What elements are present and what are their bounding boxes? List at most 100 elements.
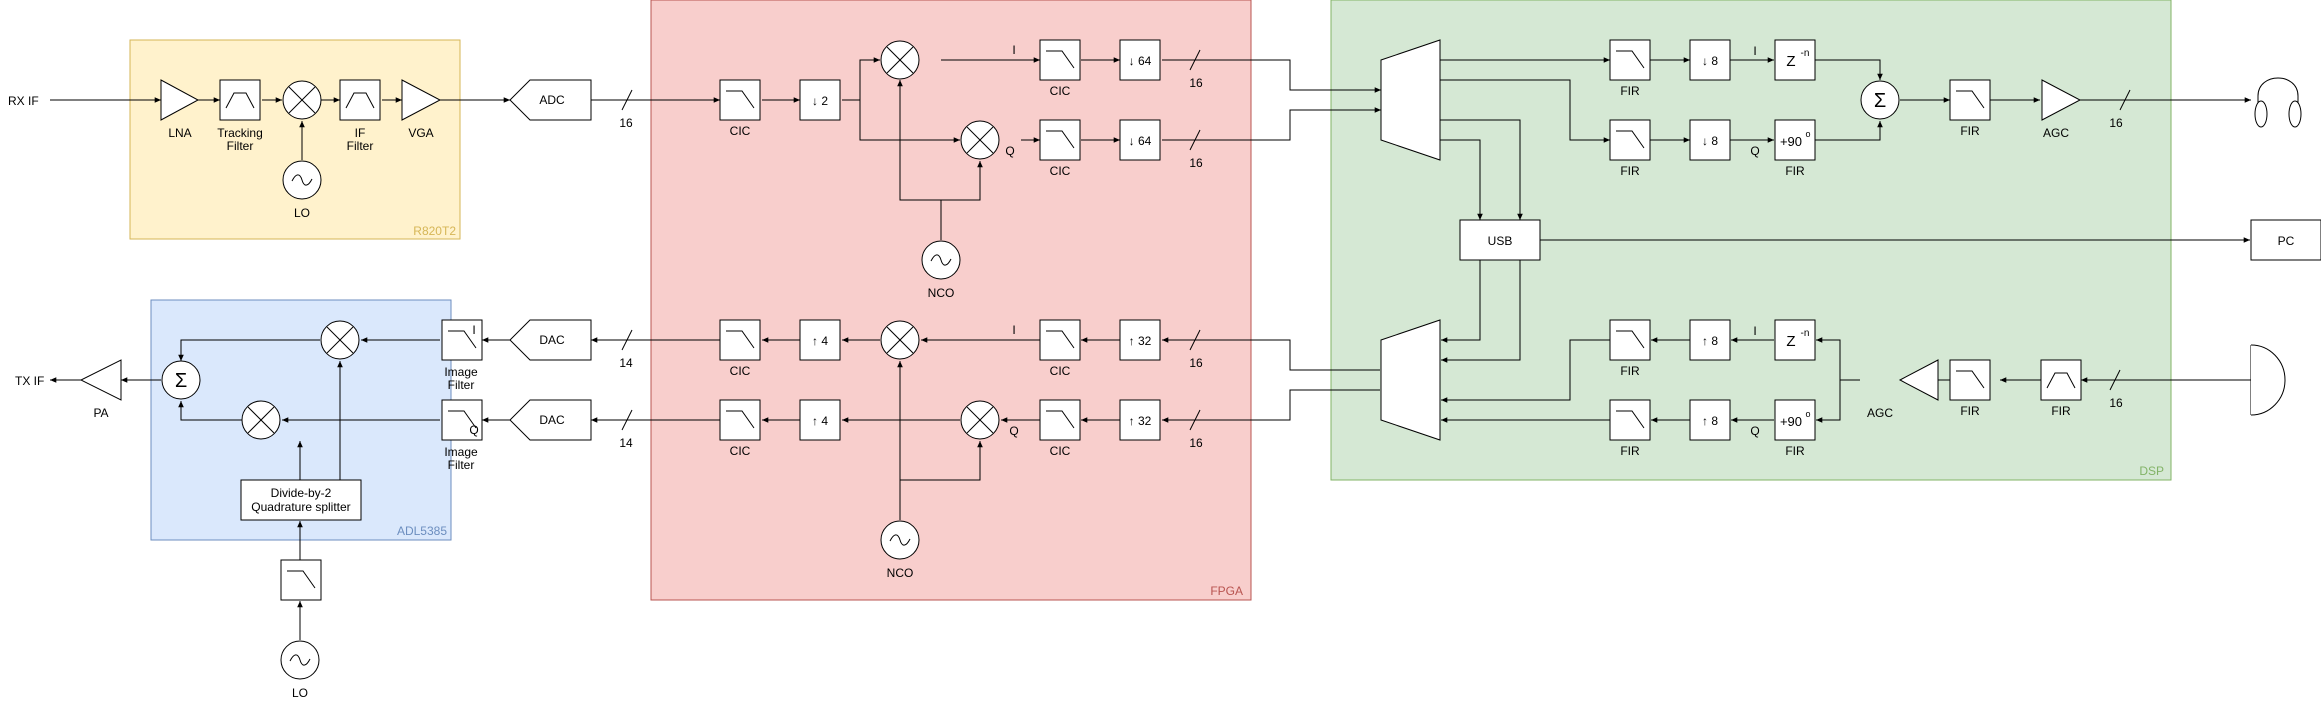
rx-nco-label: NCO [928, 286, 955, 300]
tx-dsp-upsample-8-i: ↑ 8 [1689, 319, 1731, 361]
dac-bits-i-label: 14 [619, 356, 633, 370]
tx-dsp-fir-i-label: FIR [1620, 364, 1640, 378]
rx-dsp-fir-q-label: FIR [1620, 164, 1640, 178]
tx-upsample-32-q-label: ↑ 32 [1129, 414, 1152, 428]
rx-decimate-64-q: ↓ 64 [1119, 119, 1161, 161]
rx-bits-i-label: 16 [1189, 76, 1203, 90]
rx-mixer [282, 80, 322, 120]
tracking-filter-label-2: Filter [227, 139, 254, 153]
tx-dsp-fir-i: FIR [1609, 319, 1651, 378]
pc-block[interactable]: PC [2250, 219, 2321, 261]
adl-i-label: I [472, 323, 475, 337]
tx-cic-i-label: CIC [730, 364, 751, 378]
rx-phase-shift-block: +90 o FIR [1774, 119, 1816, 178]
rx-mixer-q [960, 120, 1000, 160]
rx-decimate-2: ↓ 2 [799, 79, 841, 121]
rx-dsp-fir-q: FIR [1609, 119, 1651, 178]
if-filter: IF Filter [339, 79, 381, 153]
dac-i-label: DAC [539, 333, 565, 347]
rx-cic-main: CIC [719, 79, 761, 138]
rx-cic-i: CIC [1039, 39, 1081, 98]
rx-phase-shift-label: +90 [1780, 134, 1802, 149]
vga-amplifier [401, 79, 442, 121]
splitter-label-2: Quadrature splitter [251, 500, 350, 514]
tx-upsample-32-i: ↑ 32 [1119, 319, 1161, 361]
dac-q-block: DAC [509, 399, 592, 441]
rx-dsp-decimate-8-i-label: ↓ 8 [1702, 54, 1718, 68]
tx-mixer-adl-i [320, 320, 360, 360]
group-fpga-label: FPGA [1210, 584, 1243, 598]
tx-dsp-q-label: Q [1750, 424, 1759, 438]
connections [50, 57, 2251, 640]
dac-i-block: DAC [509, 319, 592, 361]
tx-phase-shift-exp: o [1805, 409, 1810, 419]
tx-delay-exp: -n [1801, 328, 1810, 339]
rx-dsp-fir-out: FIR [1949, 79, 1991, 138]
adc-block: ADC [509, 79, 592, 121]
tx-phase-shift-fir-label: FIR [1785, 444, 1805, 458]
rx-q-label: Q [1005, 144, 1014, 158]
vga-label: VGA [408, 126, 433, 140]
dsp-chain: USB PC FIR FIR ↓ 8 ↓ 8 I Q Z [1380, 39, 2321, 458]
tx-dsp-fir-b-label: FIR [2051, 404, 2071, 418]
tx-dsp-fir-a-label: FIR [1960, 404, 1980, 418]
if-filter-label-1: IF [355, 126, 366, 140]
rx-decimate-64-i: ↓ 64 [1119, 39, 1161, 81]
usb-label: USB [1488, 234, 1513, 248]
rx-cic-i-label: CIC [1050, 84, 1071, 98]
fpga-rx-chain: CIC ↓ 2 I Q CIC CIC ↓ [719, 39, 1203, 300]
group-adl5385-label: ADL5385 [397, 524, 447, 538]
tx-lo-oscillator: LO [280, 640, 320, 700]
tx-cic2-i-label: CIC [1050, 364, 1071, 378]
image-filter-q: Image Filter [441, 399, 483, 472]
tx-mixer-adl-q [241, 400, 281, 440]
rx-phase-shift-exp: o [1805, 129, 1810, 139]
rx-demux [1380, 39, 1441, 161]
rx-cic-q-label: CIC [1050, 164, 1071, 178]
adl-q-label: Q [469, 423, 478, 437]
adc-label: ADC [539, 93, 565, 107]
rx-decimate-64-i-label: ↓ 64 [1129, 54, 1152, 68]
tx-delay-label: Z [1786, 333, 1795, 350]
group-r820t2-label: R820T2 [413, 224, 456, 238]
tx-nco-label: NCO [887, 566, 914, 580]
tx-mixer-q [960, 400, 1000, 440]
tx-agc-amplifier [1898, 359, 1939, 401]
tx-cic2-i: CIC [1039, 319, 1081, 378]
tx-upsample-4-q-label: ↑ 4 [812, 414, 828, 428]
dac-q-label: DAC [539, 413, 565, 427]
tx-dsp-upsample-8-i-label: ↑ 8 [1702, 334, 1718, 348]
tx-in-bits-label: 16 [2109, 396, 2123, 410]
rx-bits-q-label: 16 [1189, 156, 1203, 170]
rx-dsp-q-label: Q [1750, 144, 1759, 158]
tx-dsp-upsample-8-q-label: ↑ 8 [1702, 414, 1718, 428]
rx-phase-shift-fir-label: FIR [1785, 164, 1805, 178]
splitter-label-1: Divide-by-2 [271, 486, 332, 500]
tracking-filter: Tracking Filter [217, 79, 263, 153]
rx-cic-main-label: CIC [730, 124, 751, 138]
tx-phase-shift-label: +90 [1780, 414, 1802, 429]
rx-i-label: I [1012, 43, 1015, 57]
tx-upsample-32-i-label: ↑ 32 [1129, 334, 1152, 348]
tx-bits-i-label: 16 [1189, 356, 1203, 370]
tx-dsp-upsample-8-q: ↑ 8 [1689, 399, 1731, 441]
rx-dsp-i-label: I [1753, 44, 1756, 58]
rx-decimate-64-q-label: ↓ 64 [1129, 134, 1152, 148]
bus-width-marks [621, 49, 2131, 431]
adc-bits-label: 16 [619, 116, 633, 130]
tx-upsample-4-i: ↑ 4 [799, 319, 841, 361]
tx-summer: Σ [161, 360, 201, 400]
group-dsp-label: DSP [2139, 464, 2164, 478]
tx-upsample-4-i-label: ↑ 4 [812, 334, 828, 348]
rx-nco: NCO [921, 240, 961, 300]
rx-dsp-fir-i-label: FIR [1620, 84, 1640, 98]
tx-summer-sigma: Σ [175, 370, 187, 392]
rx-out-bits-label: 16 [2109, 116, 2123, 130]
tx-upsample-4-q: ↑ 4 [799, 399, 841, 441]
tx-lo-label: LO [292, 686, 308, 700]
tx-mux [1380, 319, 1441, 441]
usb-block[interactable]: USB [1459, 219, 1541, 261]
dac-bits-q-label: 14 [619, 436, 633, 450]
tx-nco: NCO [880, 520, 920, 580]
